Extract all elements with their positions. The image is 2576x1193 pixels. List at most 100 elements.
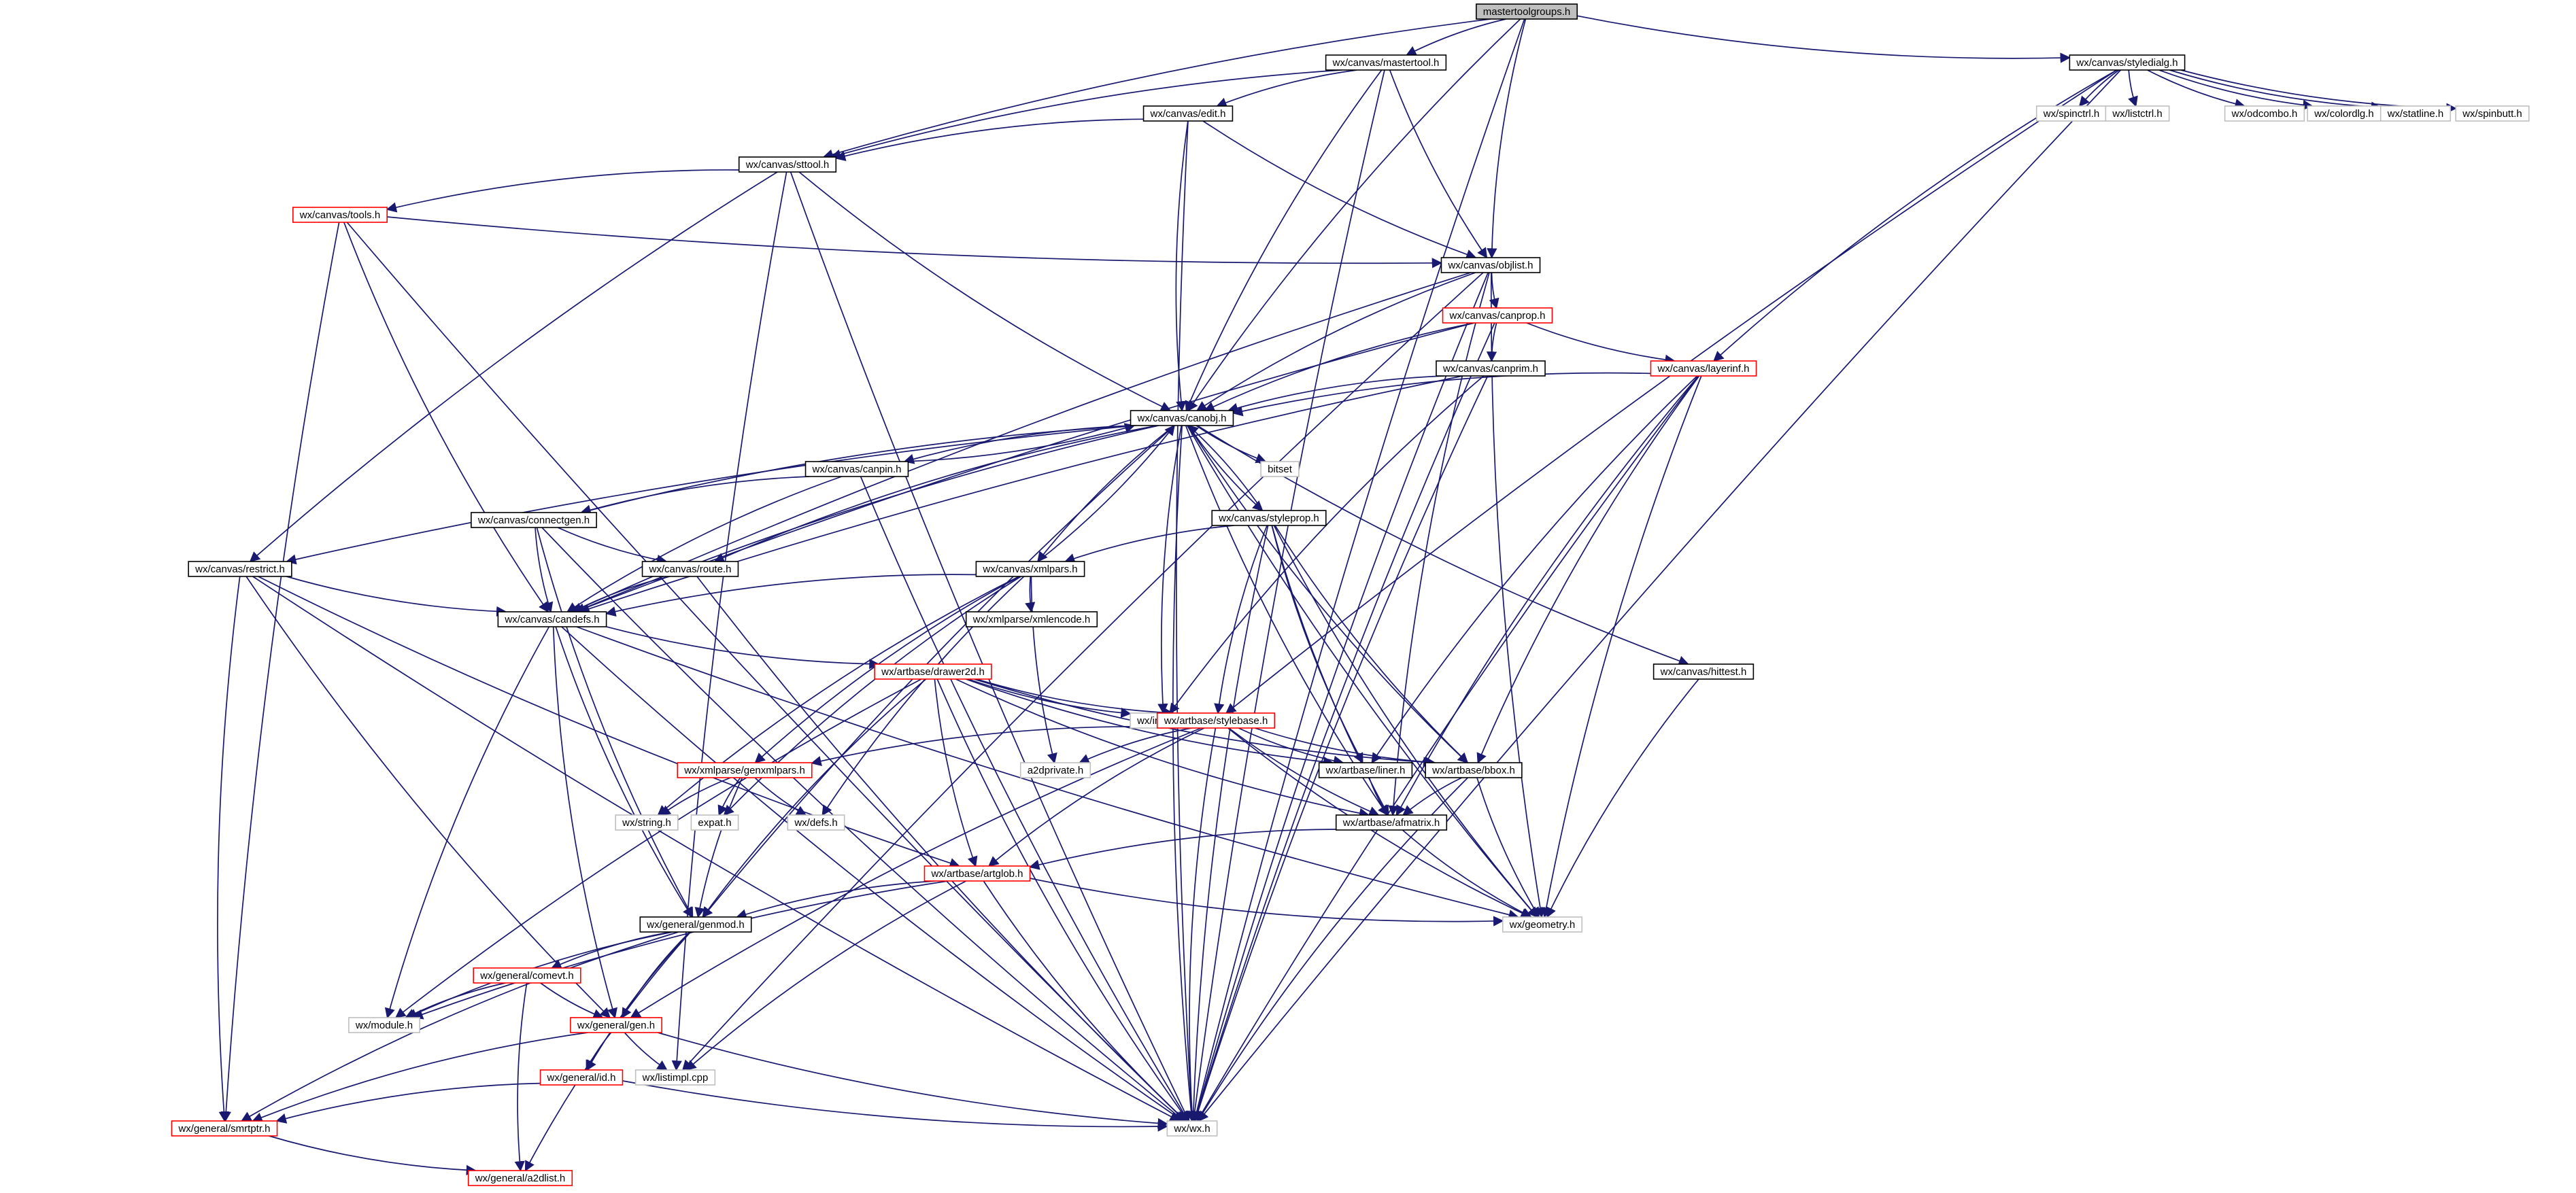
- node-id[interactable]: wx/general/id.h: [539, 1069, 624, 1086]
- node-drawer2d[interactable]: wx/artbase/drawer2d.h: [874, 663, 992, 680]
- node-label-root: mastertoolgroups.h: [1483, 6, 1570, 18]
- node-root[interactable]: mastertoolgroups.h: [1475, 3, 1578, 20]
- node-label-expat: expat.h: [698, 817, 731, 829]
- node-tools[interactable]: wx/canvas/tools.h: [292, 207, 388, 223]
- edge-route-to-wx: [696, 576, 1187, 1122]
- node-edit[interactable]: wx/canvas/edit.h: [1142, 105, 1234, 122]
- node-comevt[interactable]: wx/general/comevt.h: [473, 967, 581, 984]
- node-label-styledialg: wx/canvas/styledialg.h: [2075, 57, 2177, 69]
- node-route[interactable]: wx/canvas/route.h: [641, 561, 739, 577]
- node-a2dlist[interactable]: wx/general/a2dlist.h: [467, 1170, 573, 1186]
- edge-layerinf-to-afmatrix: [1395, 375, 1699, 816]
- edge-xmlpars-to-xmlencode: [1025, 576, 1036, 613]
- edge-candefs-to-gen: [552, 626, 617, 1019]
- node-smrtptr[interactable]: wx/general/smrtptr.h: [171, 1120, 278, 1137]
- node-xmlencode[interactable]: wx/xmlparse/xmlencode.h: [965, 611, 1098, 627]
- node-box-wx: [1166, 1120, 1218, 1137]
- node-box-tools: [292, 207, 388, 223]
- node-box-expat: [690, 814, 739, 831]
- node-box-spinbutt: [2455, 105, 2530, 122]
- edge-canobj-to-restrict: [286, 425, 1136, 565]
- edge-styledialg-to-wx: [1198, 69, 2122, 1122]
- node-canprim[interactable]: wx/canvas/canprim.h: [1436, 360, 1546, 377]
- edge-drawer2d-to-afmatrix: [955, 678, 1370, 818]
- node-box-odcombo: [2224, 105, 2305, 122]
- node-listimpl[interactable]: wx/listimpl.cpp: [634, 1069, 716, 1086]
- node-box-xmlpars: [975, 561, 1085, 577]
- node-defs[interactable]: wx/defs.h: [787, 814, 845, 831]
- node-box-string: [615, 814, 679, 831]
- edge-styleprop-to-liner: [1271, 525, 1363, 764]
- node-mastertool[interactable]: wx/canvas/mastertool.h: [1325, 54, 1447, 71]
- node-spinctrl[interactable]: wx/spinctrl.h: [2035, 105, 2107, 122]
- edge-genxmlpars-to-string: [660, 777, 731, 816]
- node-label-genxmlpars: wx/xmlparse/genxmlpars.h: [683, 765, 805, 776]
- edge-drawer2d-to-image: [968, 678, 1132, 719]
- edge-drawer2d-to-genmod: [702, 678, 927, 918]
- edge-artglob-to-module: [412, 880, 949, 1020]
- node-spinbutt[interactable]: wx/spinbutt.h: [2455, 105, 2530, 122]
- node-connectgen[interactable]: wx/canvas/connectgen.h: [471, 512, 597, 528]
- node-bitset[interactable]: bitset: [1260, 461, 1300, 477]
- edge-edit-to-sttool: [834, 118, 1144, 161]
- node-hittest[interactable]: wx/canvas/hittest.h: [1653, 663, 1755, 680]
- edge-styleprop-to-xmlpars: [1064, 525, 1234, 564]
- nodes-layer: mastertoolgroups.h wx/canvas/mastertool.h…: [171, 3, 2530, 1186]
- node-box-connectgen: [471, 512, 597, 528]
- node-bbox[interactable]: wx/artbase/bbox.h: [1425, 762, 1523, 778]
- node-liner[interactable]: wx/artbase/liner.h: [1318, 762, 1413, 778]
- node-afmatrix[interactable]: wx/artbase/afmatrix.h: [1335, 814, 1448, 831]
- edge-root-to-objlist: [1487, 18, 1527, 259]
- node-styleprop[interactable]: wx/canvas/styleprop.h: [1211, 510, 1327, 526]
- edge-objlist-to-wx: [1192, 272, 1489, 1122]
- node-canprop[interactable]: wx/canvas/canprop.h: [1442, 307, 1553, 324]
- edge-canobj-to-bbox: [1187, 425, 1469, 764]
- edge-artglob-to-wx: [983, 880, 1187, 1122]
- edge-root-to-mastertool: [1406, 18, 1506, 56]
- node-box-styleprop: [1211, 510, 1327, 526]
- node-objlist[interactable]: wx/canvas/objlist.h: [1440, 257, 1541, 273]
- node-restrict[interactable]: wx/canvas/restrict.h: [188, 561, 292, 577]
- node-module[interactable]: wx/module.h: [348, 1017, 420, 1033]
- node-statline[interactable]: wx/statline.h: [2379, 105, 2452, 122]
- edge-genmod-to-smrtptr: [241, 931, 679, 1122]
- node-genxmlpars[interactable]: wx/xmlparse/genxmlpars.h: [677, 762, 813, 778]
- node-canpin[interactable]: wx/canvas/canpin.h: [804, 461, 909, 477]
- node-colordlg[interactable]: wx/colordlg.h: [2307, 105, 2382, 122]
- node-expat[interactable]: expat.h: [690, 814, 739, 831]
- node-genmod[interactable]: wx/general/genmod.h: [639, 916, 752, 933]
- node-label-wx: wx/wx.h: [1173, 1123, 1210, 1135]
- node-label-edit: wx/canvas/edit.h: [1150, 108, 1226, 120]
- edge-connectgen-to-genmod: [536, 527, 694, 918]
- edge-genxmlpars-to-defs: [754, 777, 807, 816]
- node-wx[interactable]: wx/wx.h: [1166, 1120, 1218, 1137]
- node-label-xmlencode: wx/xmlparse/xmlencode.h: [972, 614, 1091, 625]
- node-geometry[interactable]: wx/geometry.h: [1502, 916, 1583, 933]
- node-canobj[interactable]: wx/canvas/canobj.h: [1130, 410, 1234, 426]
- node-xmlpars[interactable]: wx/canvas/xmlpars.h: [975, 561, 1085, 577]
- node-odcombo[interactable]: wx/odcombo.h: [2224, 105, 2305, 122]
- edge-bbox-to-geometry: [1476, 777, 1540, 918]
- edge-stylebase-to-gen: [630, 727, 1202, 1018]
- node-styledialg[interactable]: wx/canvas/styledialg.h: [2069, 54, 2186, 71]
- node-label-canpin: wx/canvas/canpin.h: [812, 464, 902, 475]
- edge-artglob-to-listimpl: [685, 880, 967, 1071]
- edge-comevt-to-gen: [540, 982, 604, 1019]
- node-sttool[interactable]: wx/canvas/sttool.h: [738, 156, 837, 173]
- node-artglob[interactable]: wx/artbase/artglob.h: [923, 865, 1031, 882]
- node-string[interactable]: wx/string.h: [615, 814, 679, 831]
- node-gen[interactable]: wx/general/gen.h: [570, 1017, 662, 1033]
- node-box-geometry: [1502, 916, 1583, 933]
- edge-sttool-to-wx: [790, 171, 1190, 1122]
- node-layerinf[interactable]: wx/canvas/layerinf.h: [1650, 360, 1757, 377]
- edge-styleprop-to-wx: [1188, 525, 1269, 1122]
- node-listctrl[interactable]: wx/listctrl.h: [2105, 105, 2170, 122]
- node-box-comevt: [473, 967, 581, 984]
- edge-mastertool-to-sttool: [830, 69, 1342, 160]
- edge-styleprop-to-bbox: [1274, 525, 1469, 764]
- node-a2dprivate[interactable]: a2dprivate.h: [1019, 762, 1091, 778]
- node-stylebase[interactable]: wx/artbase/stylebase.h: [1156, 712, 1276, 729]
- edge-root-to-wx: [1191, 18, 1525, 1122]
- node-candefs[interactable]: wx/canvas/candefs.h: [497, 611, 607, 627]
- node-label-xmlpars: wx/canvas/xmlpars.h: [982, 564, 1077, 575]
